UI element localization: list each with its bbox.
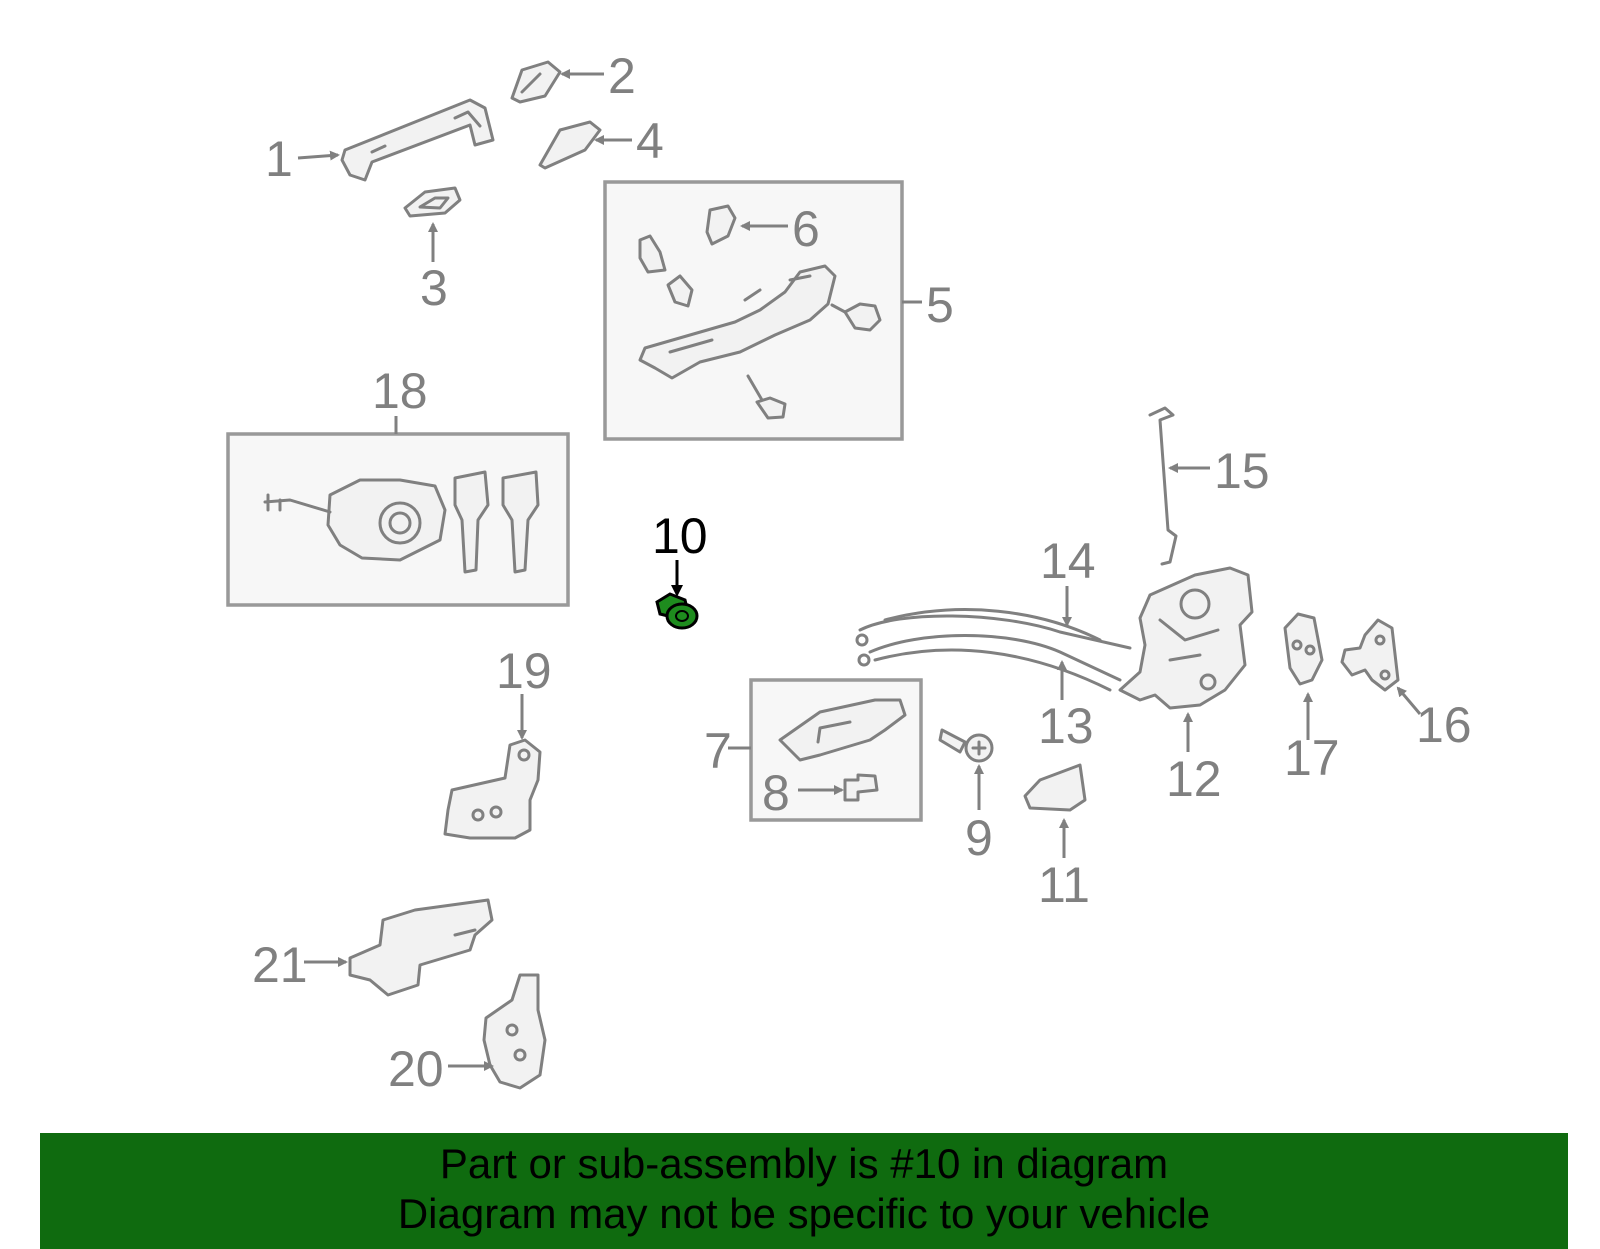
label-4: 4 — [636, 113, 664, 169]
label-16: 16 — [1416, 697, 1472, 753]
banner-line-2: Diagram may not be specific to your vehi… — [397, 1190, 1211, 1237]
part-9-screw: 9 — [938, 728, 994, 866]
part-13-14-cables: 14 13 — [855, 533, 1132, 754]
part-3-bezel: 3 — [403, 186, 462, 316]
label-8: 8 — [762, 765, 790, 821]
part-5-handle-frame-box: 6 5 — [603, 180, 954, 441]
label-13: 13 — [1038, 698, 1094, 754]
part-19-bracket: 19 — [443, 643, 552, 840]
label-2: 2 — [608, 48, 636, 104]
part-20-hinge: 20 — [388, 973, 547, 1097]
part-12-door-latch: 12 — [1118, 566, 1254, 807]
label-5: 5 — [926, 277, 954, 333]
label-10: 10 — [652, 508, 708, 564]
label-17: 17 — [1284, 730, 1340, 786]
label-21: 21 — [252, 937, 308, 993]
part-10-highlighted-grommet: 10 — [652, 508, 708, 630]
part-11-cover: 11 — [1023, 763, 1090, 913]
part-17-striker-shim: 17 — [1283, 612, 1340, 786]
part-1-outer-handle: 1 — [265, 98, 495, 187]
label-19: 19 — [496, 643, 552, 699]
part-21-check-link: 21 — [252, 898, 494, 997]
label-1: 1 — [265, 131, 293, 187]
label-7: 7 — [704, 723, 732, 779]
label-6: 6 — [792, 201, 820, 257]
part-7-actuator-box: 7 8 — [704, 678, 923, 822]
part-2-handle-cap: 2 — [510, 48, 636, 104]
label-3: 3 — [420, 260, 448, 316]
part-4-cover: 4 — [538, 113, 664, 170]
label-11: 11 — [1038, 857, 1090, 913]
label-18: 18 — [372, 363, 428, 419]
part-18-lock-cylinder-box: 18 — [226, 363, 570, 607]
label-14: 14 — [1040, 533, 1096, 589]
label-15: 15 — [1214, 443, 1270, 499]
label-20: 20 — [388, 1041, 444, 1097]
label-12: 12 — [1166, 751, 1222, 807]
info-banner: Part or sub-assembly is #10 in diagram D… — [40, 1133, 1568, 1249]
label-9: 9 — [965, 810, 993, 866]
part-15-lock-rod: 15 — [1148, 406, 1270, 566]
part-16-striker: 16 — [1340, 618, 1472, 753]
banner-line-1: Part or sub-assembly is #10 in diagram — [439, 1140, 1169, 1187]
